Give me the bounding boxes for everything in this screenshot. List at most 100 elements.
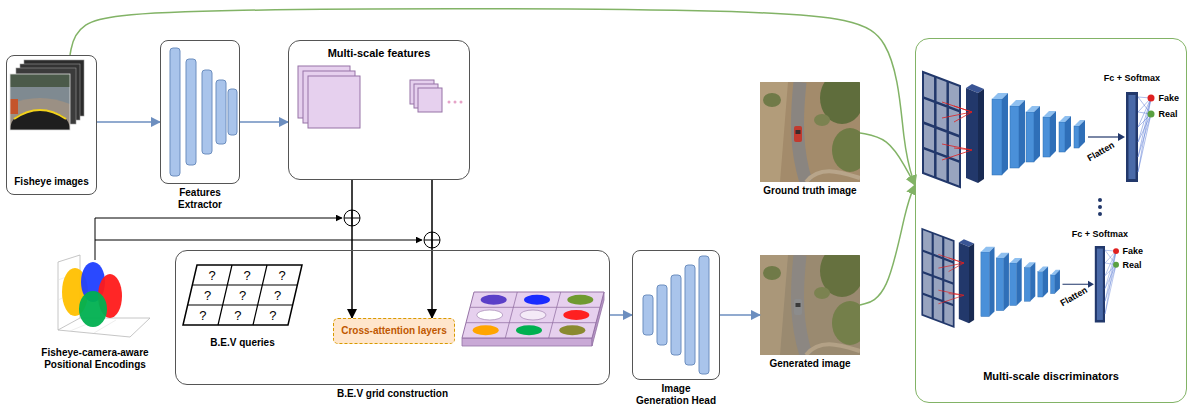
aerial-photo xyxy=(832,128,860,172)
discriminator-network xyxy=(922,72,1154,327)
extractor-layers xyxy=(170,48,180,176)
aerial-photo xyxy=(760,82,788,182)
extractor-layers xyxy=(228,89,237,135)
bev-output-grid xyxy=(559,325,585,335)
encoding-wires xyxy=(95,218,422,260)
sum-symbol xyxy=(344,210,440,248)
connector-arrow xyxy=(860,133,915,185)
aerial-photo xyxy=(796,130,801,134)
extractor-layers xyxy=(170,48,237,176)
bev-output-grid xyxy=(516,325,542,335)
bev-output-grid xyxy=(462,338,592,346)
encoding-plot xyxy=(58,255,150,337)
fisheye-photo-stack xyxy=(14,110,66,119)
discriminator-network xyxy=(1098,205,1102,209)
bev-output-grid xyxy=(567,295,593,305)
node-label: Cross-attention layers xyxy=(341,325,447,337)
encoding-wires xyxy=(95,218,342,260)
image-panel: Generated image xyxy=(760,255,860,370)
node-label: Multi-scale features xyxy=(328,47,431,59)
box-frame xyxy=(760,255,860,355)
bev-output-grid xyxy=(481,295,507,305)
bev-output-grid xyxy=(524,295,550,305)
feature-maps xyxy=(308,76,360,128)
layer-label: Fc + Softmax xyxy=(1104,73,1160,84)
aerial-photo xyxy=(760,82,860,182)
extractor-box: Features Extractor xyxy=(160,40,240,211)
node-caption: Fisheye-camera-aware Positional Encoding… xyxy=(20,347,170,371)
node-label: Multi-scale discriminators xyxy=(983,370,1119,382)
fisheye-photo-stack xyxy=(10,60,84,130)
layer-label: Fc + Softmax xyxy=(1072,229,1128,240)
output-label: Fake xyxy=(1159,93,1180,104)
aerial-photo xyxy=(760,255,788,355)
image-panel: Ground truth image xyxy=(760,82,860,197)
fisheye-photo-stack xyxy=(10,110,70,130)
extractor-layers xyxy=(216,80,226,144)
grid-panel: B.E.V grid constructionB.E.V queriesCros… xyxy=(175,250,610,400)
bev-output-grid xyxy=(563,310,589,320)
aerial-photo xyxy=(814,114,830,126)
discriminator-network xyxy=(922,229,1119,327)
discriminator-network xyxy=(1098,212,1102,216)
discriminator-panel: Multi-scale discriminators xyxy=(915,38,1187,403)
encoding-wires xyxy=(95,240,422,241)
feature-maps xyxy=(298,66,463,128)
connector-arrow xyxy=(70,9,915,185)
node-caption: Ground truth image xyxy=(750,185,870,197)
fisheye-photo-stack xyxy=(10,74,70,87)
attention-box: Cross-attention layers xyxy=(333,318,455,344)
feature-maps xyxy=(460,101,463,104)
fisheye-photo-stack xyxy=(10,99,18,114)
aerial-photo xyxy=(760,255,860,355)
generator-layers xyxy=(699,256,709,374)
input-panel: Fisheye images xyxy=(6,55,97,195)
node-caption: Generated image xyxy=(750,358,870,370)
connector-arrow xyxy=(240,121,288,123)
aerial-photo xyxy=(814,287,830,299)
discriminator-network xyxy=(1098,198,1102,202)
output-label: Real xyxy=(1122,259,1141,270)
unknown-mark: ? xyxy=(199,310,206,321)
aerial-photo xyxy=(806,171,860,182)
grid-query-cells xyxy=(183,265,302,325)
output-label: Real xyxy=(1159,109,1178,120)
unknown-mark: ? xyxy=(274,290,281,301)
generator-layers xyxy=(643,295,653,335)
encoding-plot xyxy=(58,255,150,337)
aerial-photo xyxy=(794,126,802,142)
unknown-mark: ? xyxy=(234,310,241,321)
grid-query-cells xyxy=(183,265,302,325)
node-label: Fisheye images xyxy=(14,176,88,188)
connector-arrow xyxy=(720,314,760,316)
query-grid: B.E.V queries xyxy=(180,262,305,349)
fisheye-photo-stack xyxy=(10,74,70,130)
fisheye-photo-stack xyxy=(10,74,70,130)
output-label: Fake xyxy=(1122,246,1143,257)
connector-arrow xyxy=(431,180,433,318)
feature-maps xyxy=(418,88,442,112)
node-caption: Features Extractor xyxy=(164,187,236,211)
node-caption: Image Generation Head xyxy=(635,383,717,407)
encoding-plot xyxy=(79,291,107,327)
aerial-photo xyxy=(796,303,801,307)
connector-arrow xyxy=(351,180,353,318)
node-caption: B.E.V queries xyxy=(183,337,303,349)
box-frame xyxy=(632,250,720,380)
aerial-photo xyxy=(763,266,781,280)
connector-arrow xyxy=(860,185,915,305)
unknown-mark: ? xyxy=(269,310,276,321)
bev-output-grid xyxy=(462,292,604,346)
fisheye-photo-stack xyxy=(10,98,70,130)
bev-output-grid xyxy=(462,292,604,338)
grid-query-cells xyxy=(188,265,298,325)
generator-layers xyxy=(671,275,681,355)
bev-output-grid xyxy=(466,292,600,338)
unknown-mark: ? xyxy=(239,290,246,301)
box-frame xyxy=(160,40,240,184)
step-label: Flatten xyxy=(1058,285,1089,309)
generator-layers xyxy=(643,256,709,374)
connector-arrow xyxy=(97,121,160,123)
generator-layers xyxy=(685,265,695,365)
unknown-mark: ? xyxy=(279,270,286,281)
